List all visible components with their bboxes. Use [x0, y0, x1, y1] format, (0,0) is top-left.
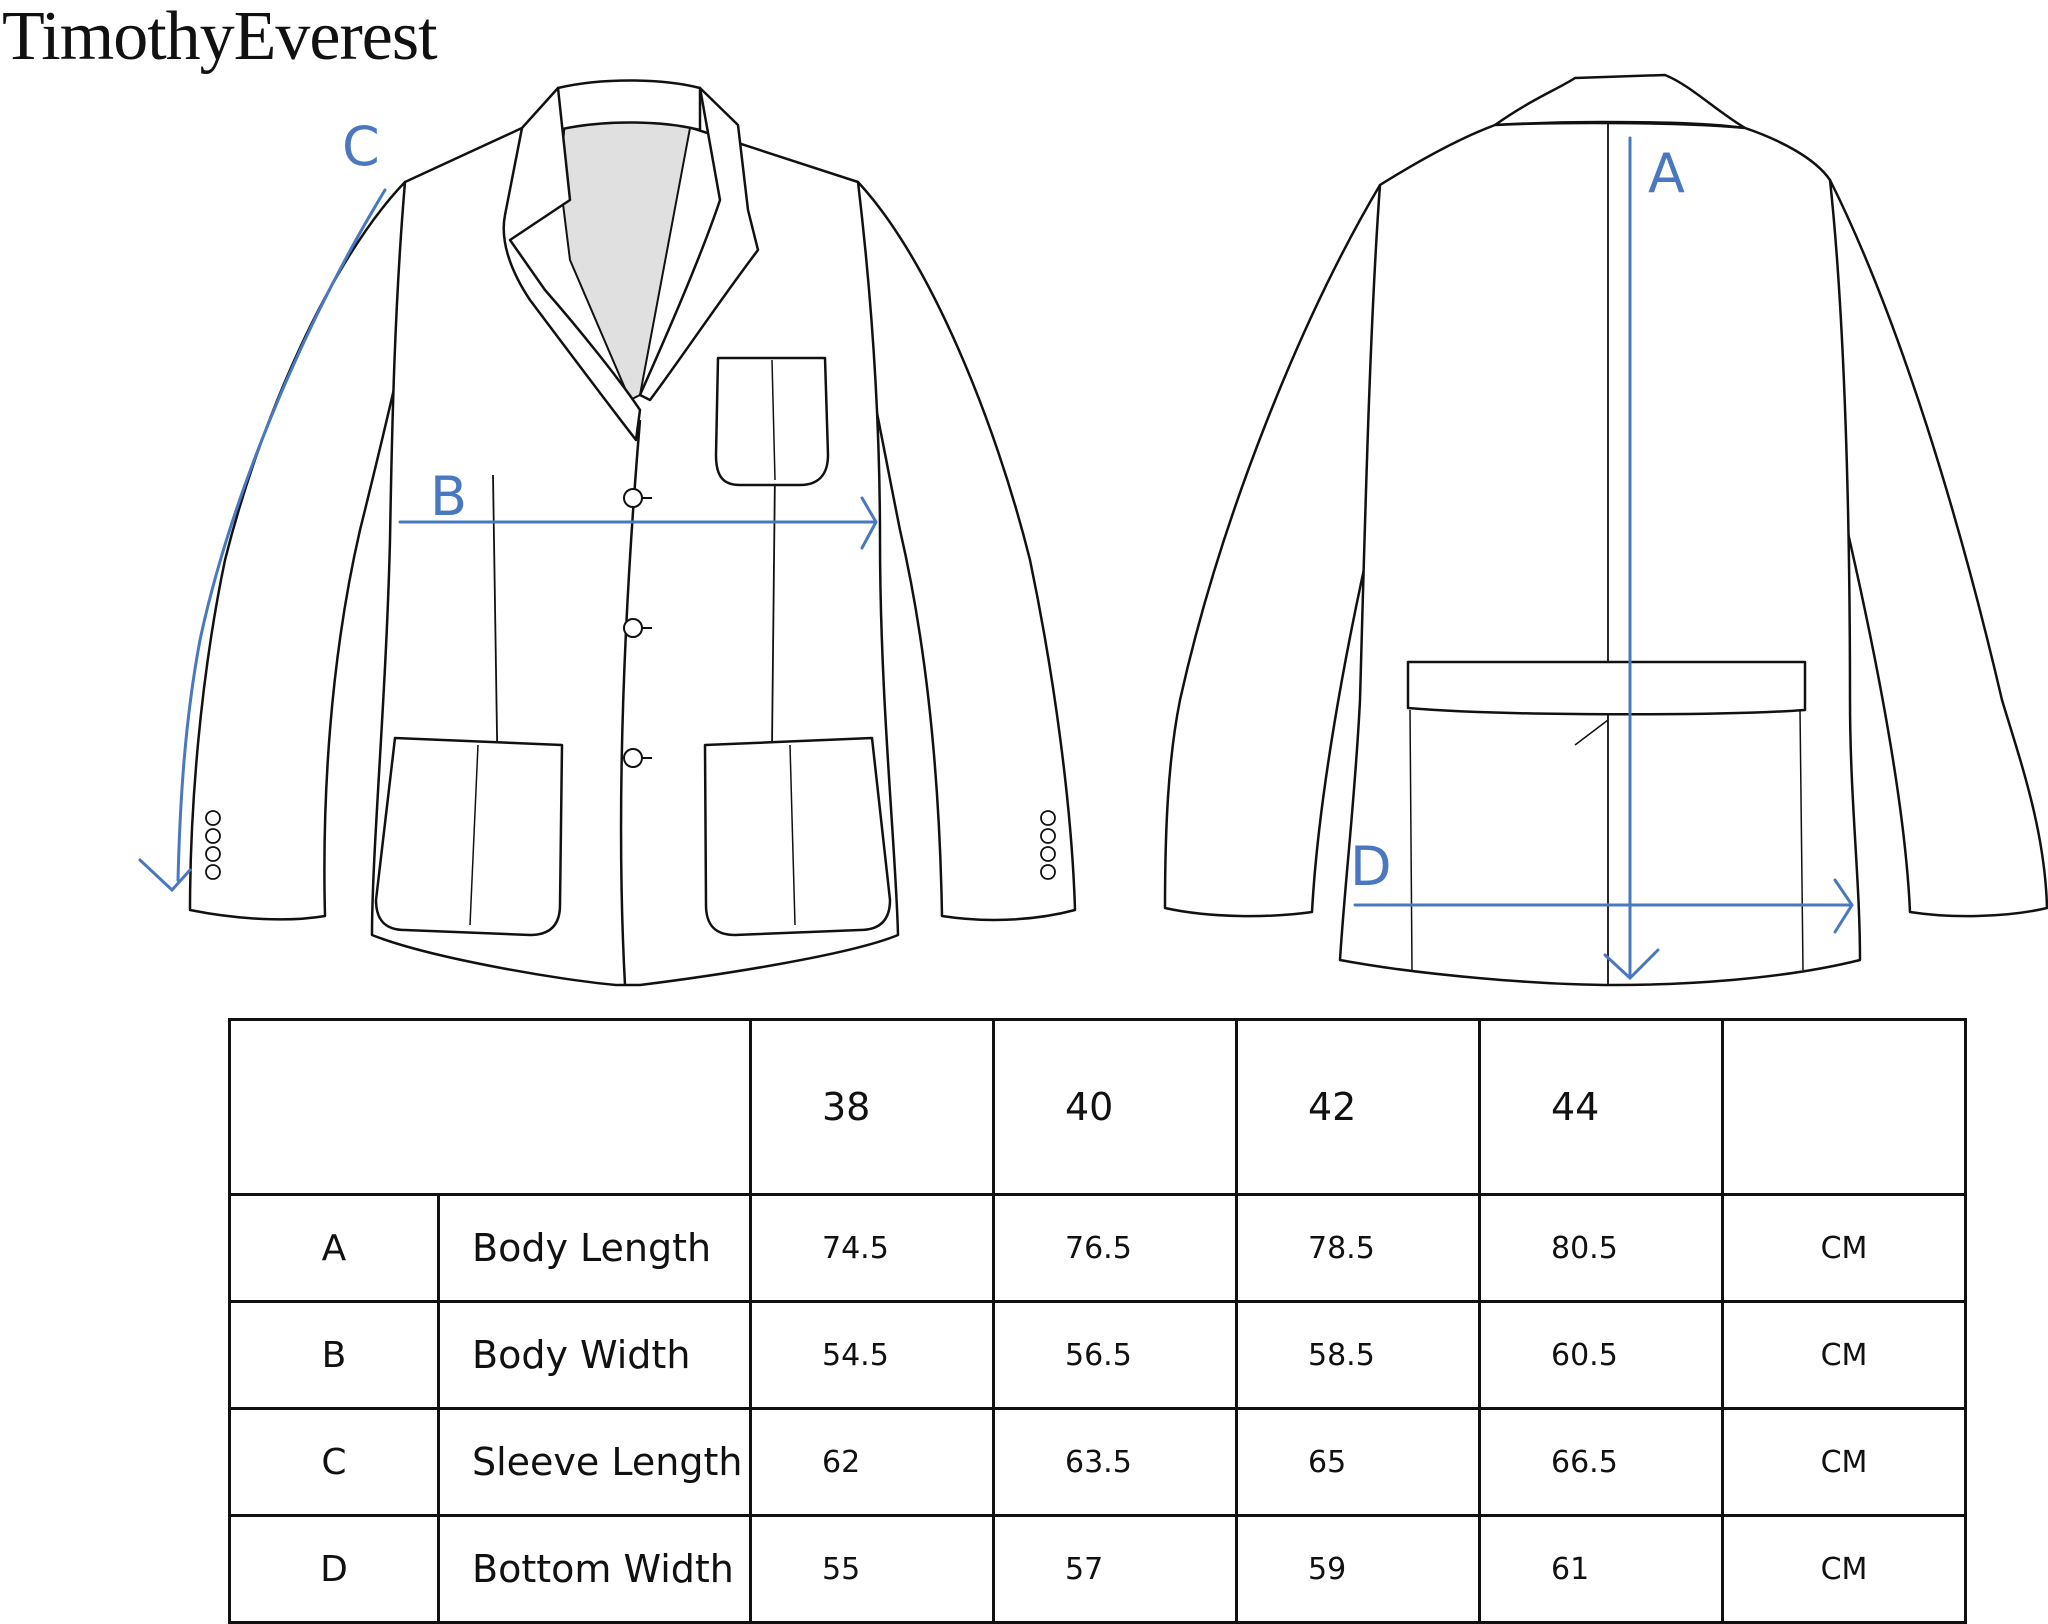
- back-half-belt: [1406, 660, 1807, 716]
- front-right-pocket-center: [789, 744, 796, 926]
- breast-pocket: [714, 356, 830, 487]
- row-value: 56.5: [992, 1300, 1238, 1410]
- front-left-pocket: [374, 736, 564, 937]
- row-value: 62: [749, 1407, 995, 1517]
- row-name: Sleeve Length: [437, 1407, 752, 1517]
- row-sleeve-length: C Sleeve Length 62 63.5 65 66.5 CM: [228, 1407, 1967, 1517]
- size-42: 42: [1235, 1018, 1481, 1196]
- row-value: 74.5: [749, 1193, 995, 1303]
- measure-a-arrowhead: [1603, 948, 1660, 981]
- size-44: 44: [1478, 1018, 1724, 1196]
- back-right-sleeve: [1828, 178, 2048, 918]
- breast-pocket-center: [771, 359, 776, 481]
- front-jacket: [188, 79, 1077, 987]
- row-value: 76.5: [992, 1193, 1238, 1303]
- back-collar: [1493, 73, 1747, 130]
- measure-c-line: [176, 188, 387, 882]
- front-left-cuff-buttons: [205, 810, 221, 880]
- row-code: B: [228, 1300, 440, 1410]
- row-code: C: [228, 1407, 440, 1517]
- label-c: C: [342, 115, 380, 178]
- measure-d-arrowhead: [1833, 878, 1854, 934]
- back-vent: [1574, 719, 1609, 746]
- row-name: Body Width: [437, 1300, 752, 1410]
- back-body: [1338, 121, 1862, 987]
- row-value: 63.5: [992, 1407, 1238, 1517]
- size-40: 40: [992, 1018, 1238, 1196]
- row-unit: CM: [1721, 1193, 1967, 1303]
- header-blank-cell: [228, 1018, 752, 1196]
- row-value: 55: [749, 1514, 995, 1624]
- front-left-pocket-center: [469, 744, 479, 926]
- back-jacket: [1163, 73, 2048, 987]
- row-unit: CM: [1721, 1514, 1967, 1624]
- row-value: 65: [1235, 1407, 1481, 1517]
- row-body-width: B Body Width 54.5 56.5 58.5 60.5 CM: [228, 1300, 1967, 1410]
- back-left-sleeve: [1163, 183, 1382, 918]
- back-left-panel-seam: [1409, 709, 1413, 971]
- front-right-sleeve: [840, 180, 1077, 922]
- row-name: Bottom Width: [437, 1514, 752, 1624]
- measurement-guides: [138, 136, 1854, 981]
- label-b: B: [430, 465, 467, 528]
- front-left-lapel: [502, 86, 642, 442]
- header-unit-cell: [1721, 1018, 1967, 1196]
- row-value: 60.5: [1478, 1300, 1724, 1410]
- row-value: 80.5: [1478, 1193, 1724, 1303]
- front-right-pocket: [703, 736, 892, 937]
- row-value: 78.5: [1235, 1193, 1481, 1303]
- back-right-panel-seam: [1799, 709, 1804, 971]
- row-value: 54.5: [749, 1300, 995, 1410]
- row-name: Body Length: [437, 1193, 752, 1303]
- row-code: D: [228, 1514, 440, 1624]
- measure-b-arrowhead: [860, 496, 878, 550]
- row-body-length: A Body Length 74.5 76.5 78.5 80.5 CM: [228, 1193, 1967, 1303]
- row-value: 58.5: [1235, 1300, 1481, 1410]
- row-bottom-width: D Bottom Width 55 57 59 61 CM: [228, 1514, 1967, 1624]
- size-chart-table: 38 40 42 44 A Body Length 74.5 76.5 78.5…: [228, 1018, 1967, 1624]
- front-buttons: [623, 488, 652, 768]
- size-38: 38: [749, 1018, 995, 1196]
- label-a: A: [1648, 142, 1685, 205]
- row-value: 59: [1235, 1514, 1481, 1624]
- brand-logo: TimothyEverest: [2, 0, 438, 75]
- row-unit: CM: [1721, 1407, 1967, 1517]
- front-collar-band: [556, 79, 702, 132]
- front-right-lapel: [638, 86, 760, 402]
- row-unit: CM: [1721, 1300, 1967, 1410]
- label-d: D: [1350, 835, 1392, 898]
- size-header-row: 38 40 42 44: [228, 1018, 1967, 1196]
- row-value: 66.5: [1478, 1407, 1724, 1517]
- front-right-cuff-buttons: [1040, 810, 1056, 880]
- jacket-diagram: C B A D: [138, 73, 2048, 987]
- row-code: A: [228, 1193, 440, 1303]
- row-value: 61: [1478, 1514, 1724, 1624]
- row-value: 57: [992, 1514, 1238, 1624]
- measure-c-arrowhead: [138, 858, 192, 893]
